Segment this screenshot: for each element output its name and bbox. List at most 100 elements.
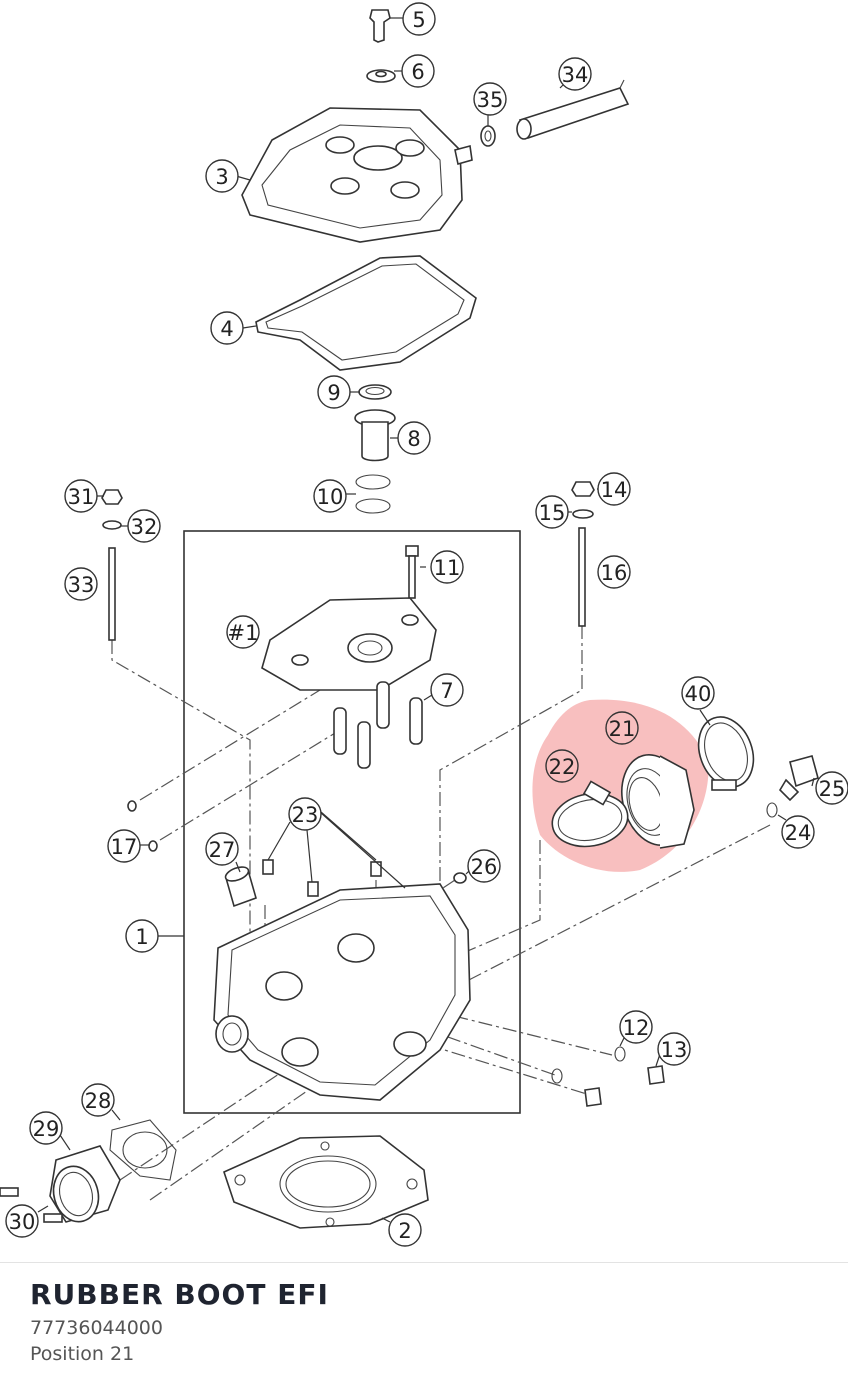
callout-13[interactable]: 13 — [657, 1032, 691, 1066]
callout-29[interactable]: 29 — [29, 1111, 63, 1145]
svg-text:27: 27 — [209, 838, 236, 862]
callout-23[interactable]: 23 — [288, 797, 322, 831]
callout-15[interactable]: 15 — [535, 495, 569, 529]
svg-text:30: 30 — [9, 1210, 36, 1234]
callout-34[interactable]: 34 — [558, 57, 592, 91]
svg-text:35: 35 — [477, 88, 504, 112]
callout-27[interactable]: 27 — [205, 832, 239, 866]
part-32-washer — [102, 520, 122, 530]
callout-3[interactable]: 3 — [205, 159, 239, 193]
callout-25[interactable]: 25 — [815, 771, 848, 805]
part-name: RUBBER BOOT EFI — [30, 1278, 329, 1311]
part-15-washer — [572, 509, 594, 519]
part-29-flange — [49, 1145, 121, 1223]
callout-32[interactable]: 32 — [127, 509, 161, 543]
part-4-gasket — [255, 255, 477, 371]
part-21-rubber-boot — [621, 754, 695, 849]
callout-10[interactable]: 10 — [313, 479, 347, 513]
callout-17[interactable]: 17 — [107, 829, 141, 863]
svg-text:1: 1 — [135, 925, 148, 949]
part-28-gasket — [109, 1119, 177, 1181]
svg-text:26: 26 — [471, 855, 498, 879]
callout-16[interactable]: 16 — [597, 555, 631, 589]
callout-30[interactable]: 30 — [5, 1204, 39, 1238]
svg-text:13: 13 — [661, 1038, 688, 1062]
part-9-seal — [358, 384, 392, 400]
part-26-plug — [453, 872, 467, 884]
part-33-stud — [108, 547, 116, 641]
callout-35[interactable]: 35 — [473, 82, 507, 116]
callout-31[interactable]: 31 — [64, 479, 98, 513]
svg-text:22: 22 — [549, 755, 576, 779]
svg-text:23: 23 — [292, 803, 319, 827]
svg-text:9: 9 — [327, 381, 340, 405]
part-24-o-ring — [766, 802, 778, 818]
svg-text:24: 24 — [785, 821, 812, 845]
callout-26[interactable]: 26 — [467, 849, 501, 883]
part-40-clamp — [697, 716, 755, 791]
part-27-sleeve — [224, 866, 257, 908]
part-5-bolt — [369, 9, 391, 43]
svg-text:4: 4 — [220, 317, 233, 341]
svg-text:16: 16 — [601, 561, 628, 585]
svg-text:11: 11 — [434, 556, 461, 580]
svg-text:14: 14 — [601, 478, 628, 502]
part-number: 77736044000 — [30, 1317, 163, 1339]
part-25-sensor — [778, 755, 819, 802]
callout-2[interactable]: 2 — [388, 1213, 422, 1247]
callout-11[interactable]: 11 — [430, 550, 464, 584]
part-35-clip — [480, 125, 496, 147]
callout-22[interactable]: 22 — [545, 749, 579, 783]
callout-5[interactable]: 5 — [402, 2, 436, 36]
svg-text:25: 25 — [819, 777, 846, 801]
part-8-tube — [354, 409, 396, 462]
part-22-clamp — [551, 780, 629, 848]
callout-40[interactable]: 40 — [681, 676, 715, 710]
svg-text:34: 34 — [562, 63, 589, 87]
callout-6[interactable]: 6 — [401, 54, 435, 88]
callout-8[interactable]: 8 — [397, 421, 431, 455]
svg-text:33: 33 — [68, 573, 95, 597]
svg-text:12: 12 — [623, 1016, 650, 1040]
svg-text:#1: #1 — [228, 621, 259, 645]
part-11-bolt — [405, 545, 419, 599]
part-14-nut — [571, 481, 595, 497]
callout-num1[interactable]: #1 — [226, 615, 260, 649]
part-6-washer — [366, 69, 396, 83]
callout-24[interactable]: 24 — [781, 815, 815, 849]
svg-text:31: 31 — [68, 485, 95, 509]
svg-text:17: 17 — [111, 835, 138, 859]
callout-28[interactable]: 28 — [81, 1083, 115, 1117]
exploded-parts-diagram: 563435349810313211#114151674021222524172… — [0, 2, 848, 1247]
part-2-head-gasket — [223, 1135, 429, 1229]
callout-14[interactable]: 14 — [597, 472, 631, 506]
part-17-screws — [127, 800, 158, 852]
part-10-o-rings — [355, 474, 391, 514]
svg-text:40: 40 — [685, 682, 712, 706]
part-12-o-ring — [614, 1046, 626, 1062]
part-34-hose — [516, 79, 630, 140]
part-7-tappets — [333, 681, 423, 769]
callout-33[interactable]: 33 — [64, 567, 98, 601]
svg-text:32: 32 — [131, 515, 158, 539]
part-position: Position 21 — [30, 1343, 135, 1365]
svg-text:8: 8 — [407, 427, 420, 451]
svg-text:6: 6 — [411, 60, 424, 84]
callout-12[interactable]: 12 — [619, 1010, 653, 1044]
callout-7[interactable]: 7 — [430, 673, 464, 707]
part-3-valve-cover — [241, 107, 473, 243]
svg-text:29: 29 — [33, 1117, 60, 1141]
part-31-nut — [101, 489, 123, 505]
svg-text:7: 7 — [440, 679, 453, 703]
callout-21[interactable]: 21 — [605, 711, 639, 745]
svg-text:2: 2 — [398, 1219, 411, 1243]
callout-1[interactable]: 1 — [125, 919, 159, 953]
part-info-panel: RUBBER BOOT EFI 77736044000 Position 21 — [30, 1278, 329, 1365]
cylinder-head-frame — [183, 530, 521, 1114]
svg-text:3: 3 — [215, 165, 228, 189]
callout-9[interactable]: 9 — [317, 375, 351, 409]
callout-4[interactable]: 4 — [210, 311, 244, 345]
part-#1-bearing-bridge — [261, 597, 437, 691]
svg-text:5: 5 — [412, 8, 425, 32]
